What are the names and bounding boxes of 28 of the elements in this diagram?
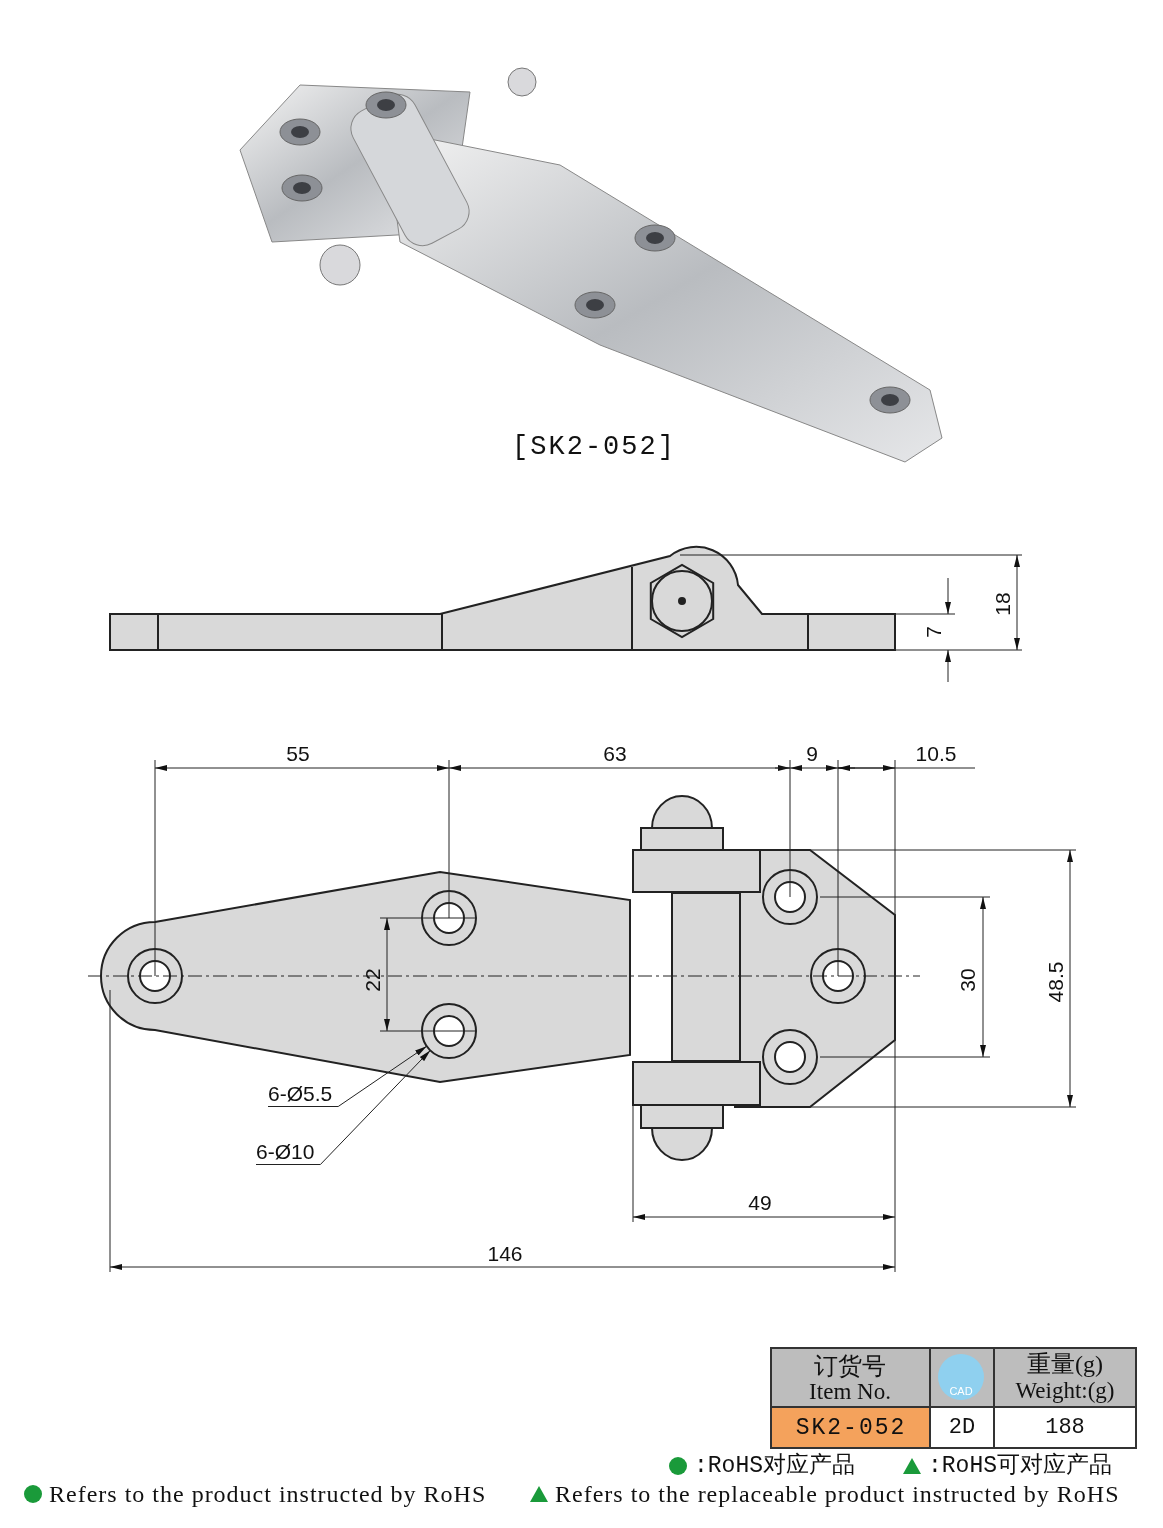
header-text: 重量(g) [1027,1352,1103,1376]
dimension-text: 18 [991,592,1013,616]
leader-line [267,1045,428,1107]
icon-text: CAD [949,1385,973,1397]
dimension-text: 22 [361,968,383,992]
dimension-text: 146 [487,1242,523,1264]
header-text: Item No. [809,1379,891,1403]
legend-text: :RoHS可对应产品 [928,1454,1112,1478]
callout-text: 6-Ø5.5 [268,1082,333,1104]
dimension-text: 48.5 [1044,961,1066,1003]
leader-line [255,1049,431,1165]
cell-text: SK2-052 [795,1416,907,1440]
cell-text: 188 [1045,1417,1085,1439]
legend-text: Refers to the replaceable product instructed by RoHS [555,1482,1120,1506]
dimension-text: 30 [956,968,978,992]
dimension-text: 7 [922,626,944,638]
part-number-caption: [SK2-052] [512,433,676,461]
header-text: 订货号 [814,1354,886,1378]
dimension-text: 10.5 [915,742,957,764]
dimension-text: 49 [748,1191,772,1213]
legend-text: :RoHS对应产品 [694,1454,855,1478]
callout-text: 6-Ø10 [256,1140,315,1162]
dimension-text: 55 [286,742,310,764]
dimension-text: 9 [806,742,818,764]
legend-text: Refers to the product instructed by RoHS [49,1482,487,1506]
cell-text: 2D [948,1417,976,1439]
header-text: Weight:(g) [1015,1378,1115,1402]
dimension-text: 63 [603,742,627,764]
